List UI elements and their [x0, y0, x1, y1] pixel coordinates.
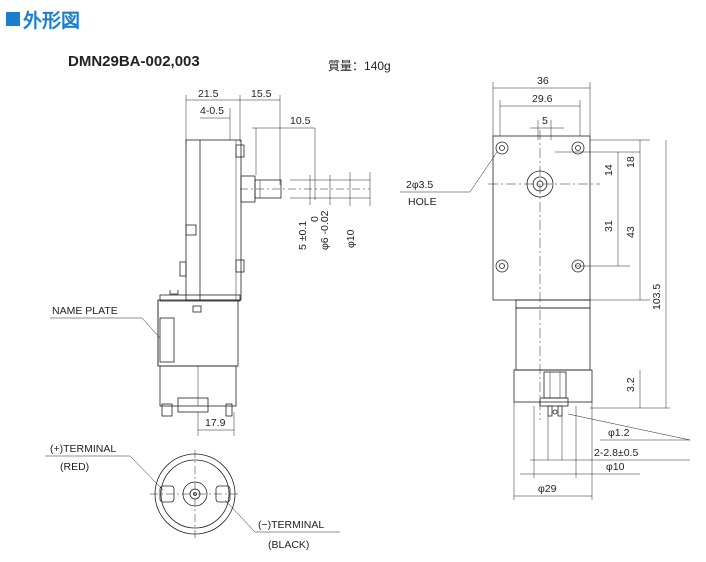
dim-21-5: 21.5 — [198, 88, 219, 100]
name-plate-label: NAME PLATE — [52, 305, 118, 317]
plus-terminal-color: (RED) — [60, 461, 89, 473]
dim-10-5: 10.5 — [290, 115, 311, 127]
dim-phi29: φ29 — [538, 483, 557, 495]
dim-5-tol: 5 ±0.1 — [297, 221, 309, 250]
dim-phi6-upper: 0 — [309, 216, 321, 222]
section-title: 外形図 — [23, 10, 81, 32]
section-header: 外形図 — [6, 6, 80, 32]
plus-terminal-label: (+)TERMINAL — [50, 443, 116, 455]
dim-17-9: 17.9 — [205, 417, 226, 429]
dim-18: 18 — [625, 156, 637, 168]
dim-phi10-front: φ10 — [606, 461, 625, 473]
dim-3-2: 3.2 — [625, 377, 637, 392]
dim-phi10-side: φ10 — [345, 229, 357, 248]
header-square-icon — [6, 12, 20, 26]
dim-14: 14 — [603, 164, 615, 176]
dim-29-6: 29.6 — [532, 93, 553, 105]
minus-terminal-label: (−)TERMINAL — [258, 519, 324, 531]
dim-5: 5 — [542, 115, 548, 127]
hole-label: HOLE — [408, 196, 437, 208]
mass-info: 質量：140g — [328, 57, 391, 74]
dim-2-2-8: 2-2.8±0.5 — [594, 447, 638, 459]
dim-phi6: φ6 -0.02 — [319, 210, 331, 250]
side-view: 21.5 15.5 4-0.5 10.5 5 ±0.1 0 φ6 -0.02 φ… — [50, 88, 371, 436]
mass-value: 140g — [364, 59, 391, 73]
model-number: DMN29BA-002,003 — [68, 53, 200, 70]
minus-terminal-color: (BLACK) — [268, 539, 309, 551]
dim-31: 31 — [603, 220, 615, 232]
bottom-view: (+)TERMINAL (RED) (−)TERMINAL (BLACK) — [45, 443, 340, 551]
hole-dim: 2φ3.5 — [406, 179, 433, 191]
dim-43: 43 — [625, 226, 637, 238]
dim-103-5: 103.5 — [651, 284, 663, 310]
mass-label: 質量： — [328, 59, 365, 73]
dim-15-5: 15.5 — [251, 88, 272, 100]
dim-4-0-5: 4-0.5 — [200, 105, 224, 117]
dim-36: 36 — [537, 75, 549, 87]
front-view: 36 29.6 5 2φ3.5 HOLE 14 — [400, 75, 691, 500]
dim-phi1-2: φ1.2 — [608, 427, 630, 439]
